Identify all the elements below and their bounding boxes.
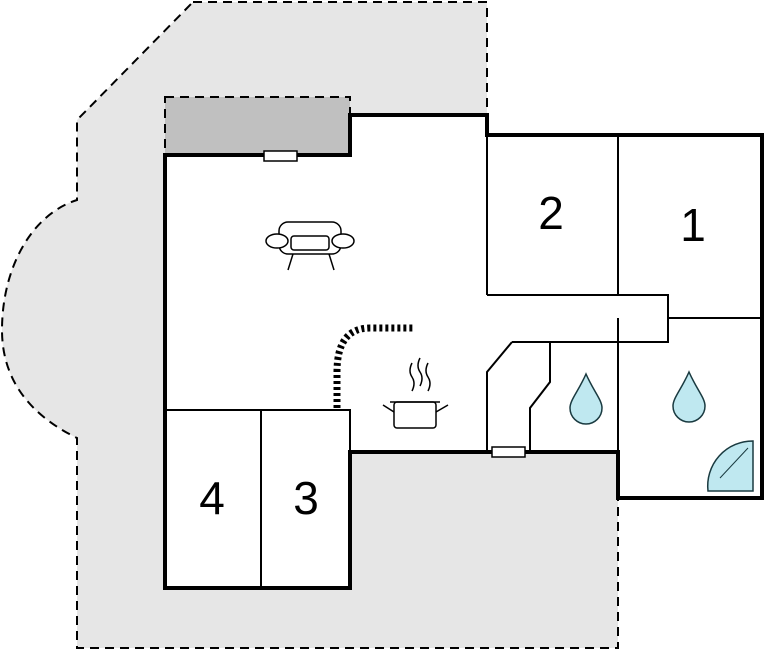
shower-icon-divider xyxy=(719,447,749,479)
water-drop-icon xyxy=(672,370,706,423)
terrace xyxy=(164,96,351,156)
shower-icon xyxy=(706,440,754,492)
window-icon xyxy=(491,446,526,458)
room-label-1: 1 xyxy=(680,199,706,251)
room-label-3: 3 xyxy=(293,472,319,524)
window-icon xyxy=(263,150,298,162)
cooking-pot-icon xyxy=(382,357,449,429)
room-label-2: 2 xyxy=(538,187,564,239)
room-label-4: 4 xyxy=(199,472,225,524)
sofa-icon xyxy=(265,221,355,271)
interior-walls xyxy=(165,135,762,588)
staircase xyxy=(333,324,415,408)
water-drop-icon xyxy=(569,372,603,425)
